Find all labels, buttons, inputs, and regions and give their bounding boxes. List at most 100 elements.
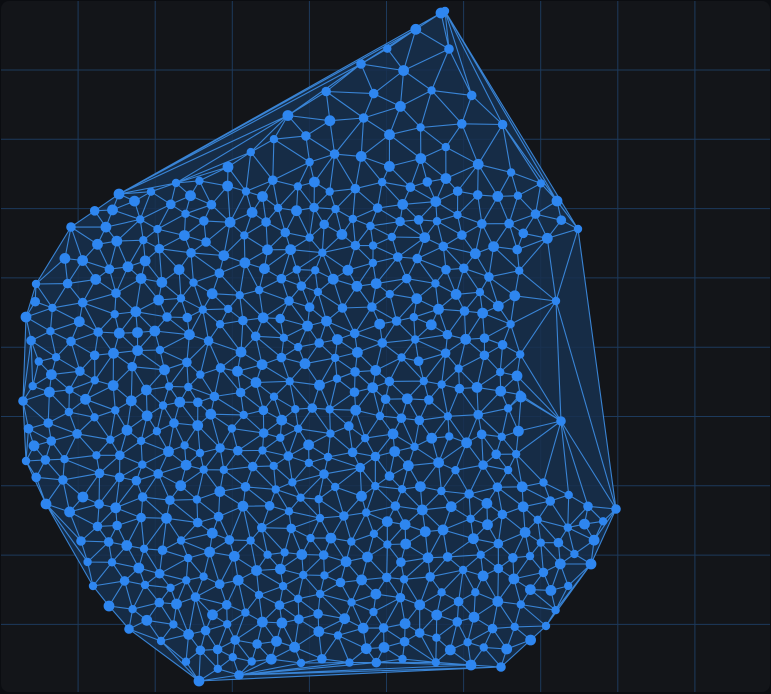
mesh-node[interactable]: [136, 436, 146, 446]
mesh-node[interactable]: [395, 101, 406, 112]
mesh-node[interactable]: [154, 568, 165, 579]
mesh-node[interactable]: [367, 382, 379, 394]
mesh-node[interactable]: [90, 274, 102, 285]
mesh-node[interactable]: [385, 289, 394, 299]
mesh-node[interactable]: [107, 558, 117, 567]
mesh-node[interactable]: [75, 366, 85, 377]
mesh-node[interactable]: [46, 369, 57, 380]
mesh-node[interactable]: [525, 634, 536, 646]
mesh-node[interactable]: [473, 409, 484, 420]
mesh-node[interactable]: [397, 199, 409, 210]
mesh-node[interactable]: [299, 570, 308, 580]
mesh-node[interactable]: [477, 219, 487, 229]
mesh-node[interactable]: [349, 328, 360, 339]
mesh-node[interactable]: [350, 183, 361, 194]
mesh-node[interactable]: [162, 312, 172, 322]
mesh-node[interactable]: [154, 597, 165, 608]
mesh-node[interactable]: [265, 653, 277, 665]
mesh-node[interactable]: [453, 210, 462, 220]
mesh-node[interactable]: [497, 509, 508, 520]
mesh-node[interactable]: [235, 387, 246, 398]
mesh-node[interactable]: [411, 293, 423, 305]
mesh-node[interactable]: [350, 367, 360, 377]
mesh-node[interactable]: [414, 599, 426, 611]
mesh-node[interactable]: [135, 273, 147, 284]
mesh-node[interactable]: [76, 536, 86, 546]
mesh-node[interactable]: [136, 512, 146, 523]
mesh-node[interactable]: [175, 480, 187, 492]
mesh-node[interactable]: [184, 329, 195, 341]
mesh-node[interactable]: [293, 182, 303, 191]
mesh-node[interactable]: [471, 382, 483, 393]
mesh-node[interactable]: [203, 336, 214, 346]
mesh-node[interactable]: [463, 638, 472, 647]
mesh-node[interactable]: [304, 458, 314, 468]
mesh-node[interactable]: [201, 237, 211, 247]
mesh-node[interactable]: [94, 468, 105, 479]
mesh-node[interactable]: [256, 359, 268, 370]
mesh-node[interactable]: [77, 255, 88, 266]
mesh-node[interactable]: [452, 186, 463, 196]
mesh-node[interactable]: [241, 187, 251, 196]
mesh-node[interactable]: [186, 248, 196, 258]
mesh-node[interactable]: [538, 567, 549, 578]
mesh-node[interactable]: [372, 203, 383, 213]
mesh-node[interactable]: [459, 306, 470, 316]
mesh-node[interactable]: [257, 191, 268, 202]
mesh-node[interactable]: [103, 537, 114, 547]
mesh-node[interactable]: [337, 303, 348, 313]
mesh-node[interactable]: [512, 244, 522, 255]
mesh-node[interactable]: [139, 544, 149, 553]
mesh-node[interactable]: [23, 423, 34, 434]
mesh-node[interactable]: [152, 427, 162, 436]
mesh-node[interactable]: [553, 537, 564, 548]
mesh-node[interactable]: [46, 327, 55, 336]
mesh-node[interactable]: [318, 550, 329, 560]
mesh-node[interactable]: [276, 273, 287, 284]
mesh-node[interactable]: [92, 451, 101, 460]
mesh-node[interactable]: [258, 446, 267, 455]
mesh-node[interactable]: [234, 670, 244, 680]
mesh-node[interactable]: [384, 161, 395, 172]
mesh-node[interactable]: [31, 472, 41, 483]
mesh-node[interactable]: [294, 614, 304, 624]
mesh-node[interactable]: [330, 353, 340, 363]
mesh-node[interactable]: [556, 215, 567, 225]
mesh-node[interactable]: [432, 217, 442, 226]
mesh-node[interactable]: [289, 641, 300, 653]
mesh-node[interactable]: [431, 658, 440, 667]
mesh-node[interactable]: [221, 600, 232, 610]
mesh-node[interactable]: [545, 585, 557, 596]
mesh-node[interactable]: [412, 253, 423, 264]
mesh-node[interactable]: [141, 614, 153, 626]
mesh-node[interactable]: [254, 285, 264, 295]
mesh-node[interactable]: [251, 565, 262, 576]
mesh-node[interactable]: [347, 537, 356, 546]
mesh-node[interactable]: [482, 519, 493, 531]
mesh-node[interactable]: [207, 609, 218, 621]
mesh-node[interactable]: [159, 364, 170, 376]
mesh-node[interactable]: [180, 459, 192, 471]
mesh-node[interactable]: [362, 508, 371, 517]
mesh-node[interactable]: [65, 385, 74, 394]
mesh-node[interactable]: [77, 297, 88, 308]
mesh-node[interactable]: [551, 606, 560, 615]
mesh-node[interactable]: [280, 227, 291, 238]
mesh-node[interactable]: [184, 382, 193, 392]
mesh-node[interactable]: [291, 205, 302, 217]
mesh-node[interactable]: [399, 618, 411, 630]
mesh-node[interactable]: [400, 538, 412, 550]
mesh-nodes[interactable]: [18, 6, 621, 687]
mesh-node[interactable]: [59, 253, 71, 264]
mesh-node[interactable]: [181, 657, 191, 666]
mesh-node[interactable]: [501, 643, 513, 655]
mesh-node[interactable]: [413, 215, 424, 225]
mesh-node[interactable]: [20, 311, 32, 323]
mesh-node[interactable]: [248, 461, 258, 472]
mesh-node[interactable]: [368, 258, 378, 268]
mesh-node[interactable]: [283, 451, 294, 461]
mesh-node[interactable]: [60, 455, 69, 464]
mesh-node[interactable]: [179, 230, 190, 241]
mesh-node[interactable]: [320, 571, 329, 580]
mesh-node[interactable]: [415, 481, 426, 492]
